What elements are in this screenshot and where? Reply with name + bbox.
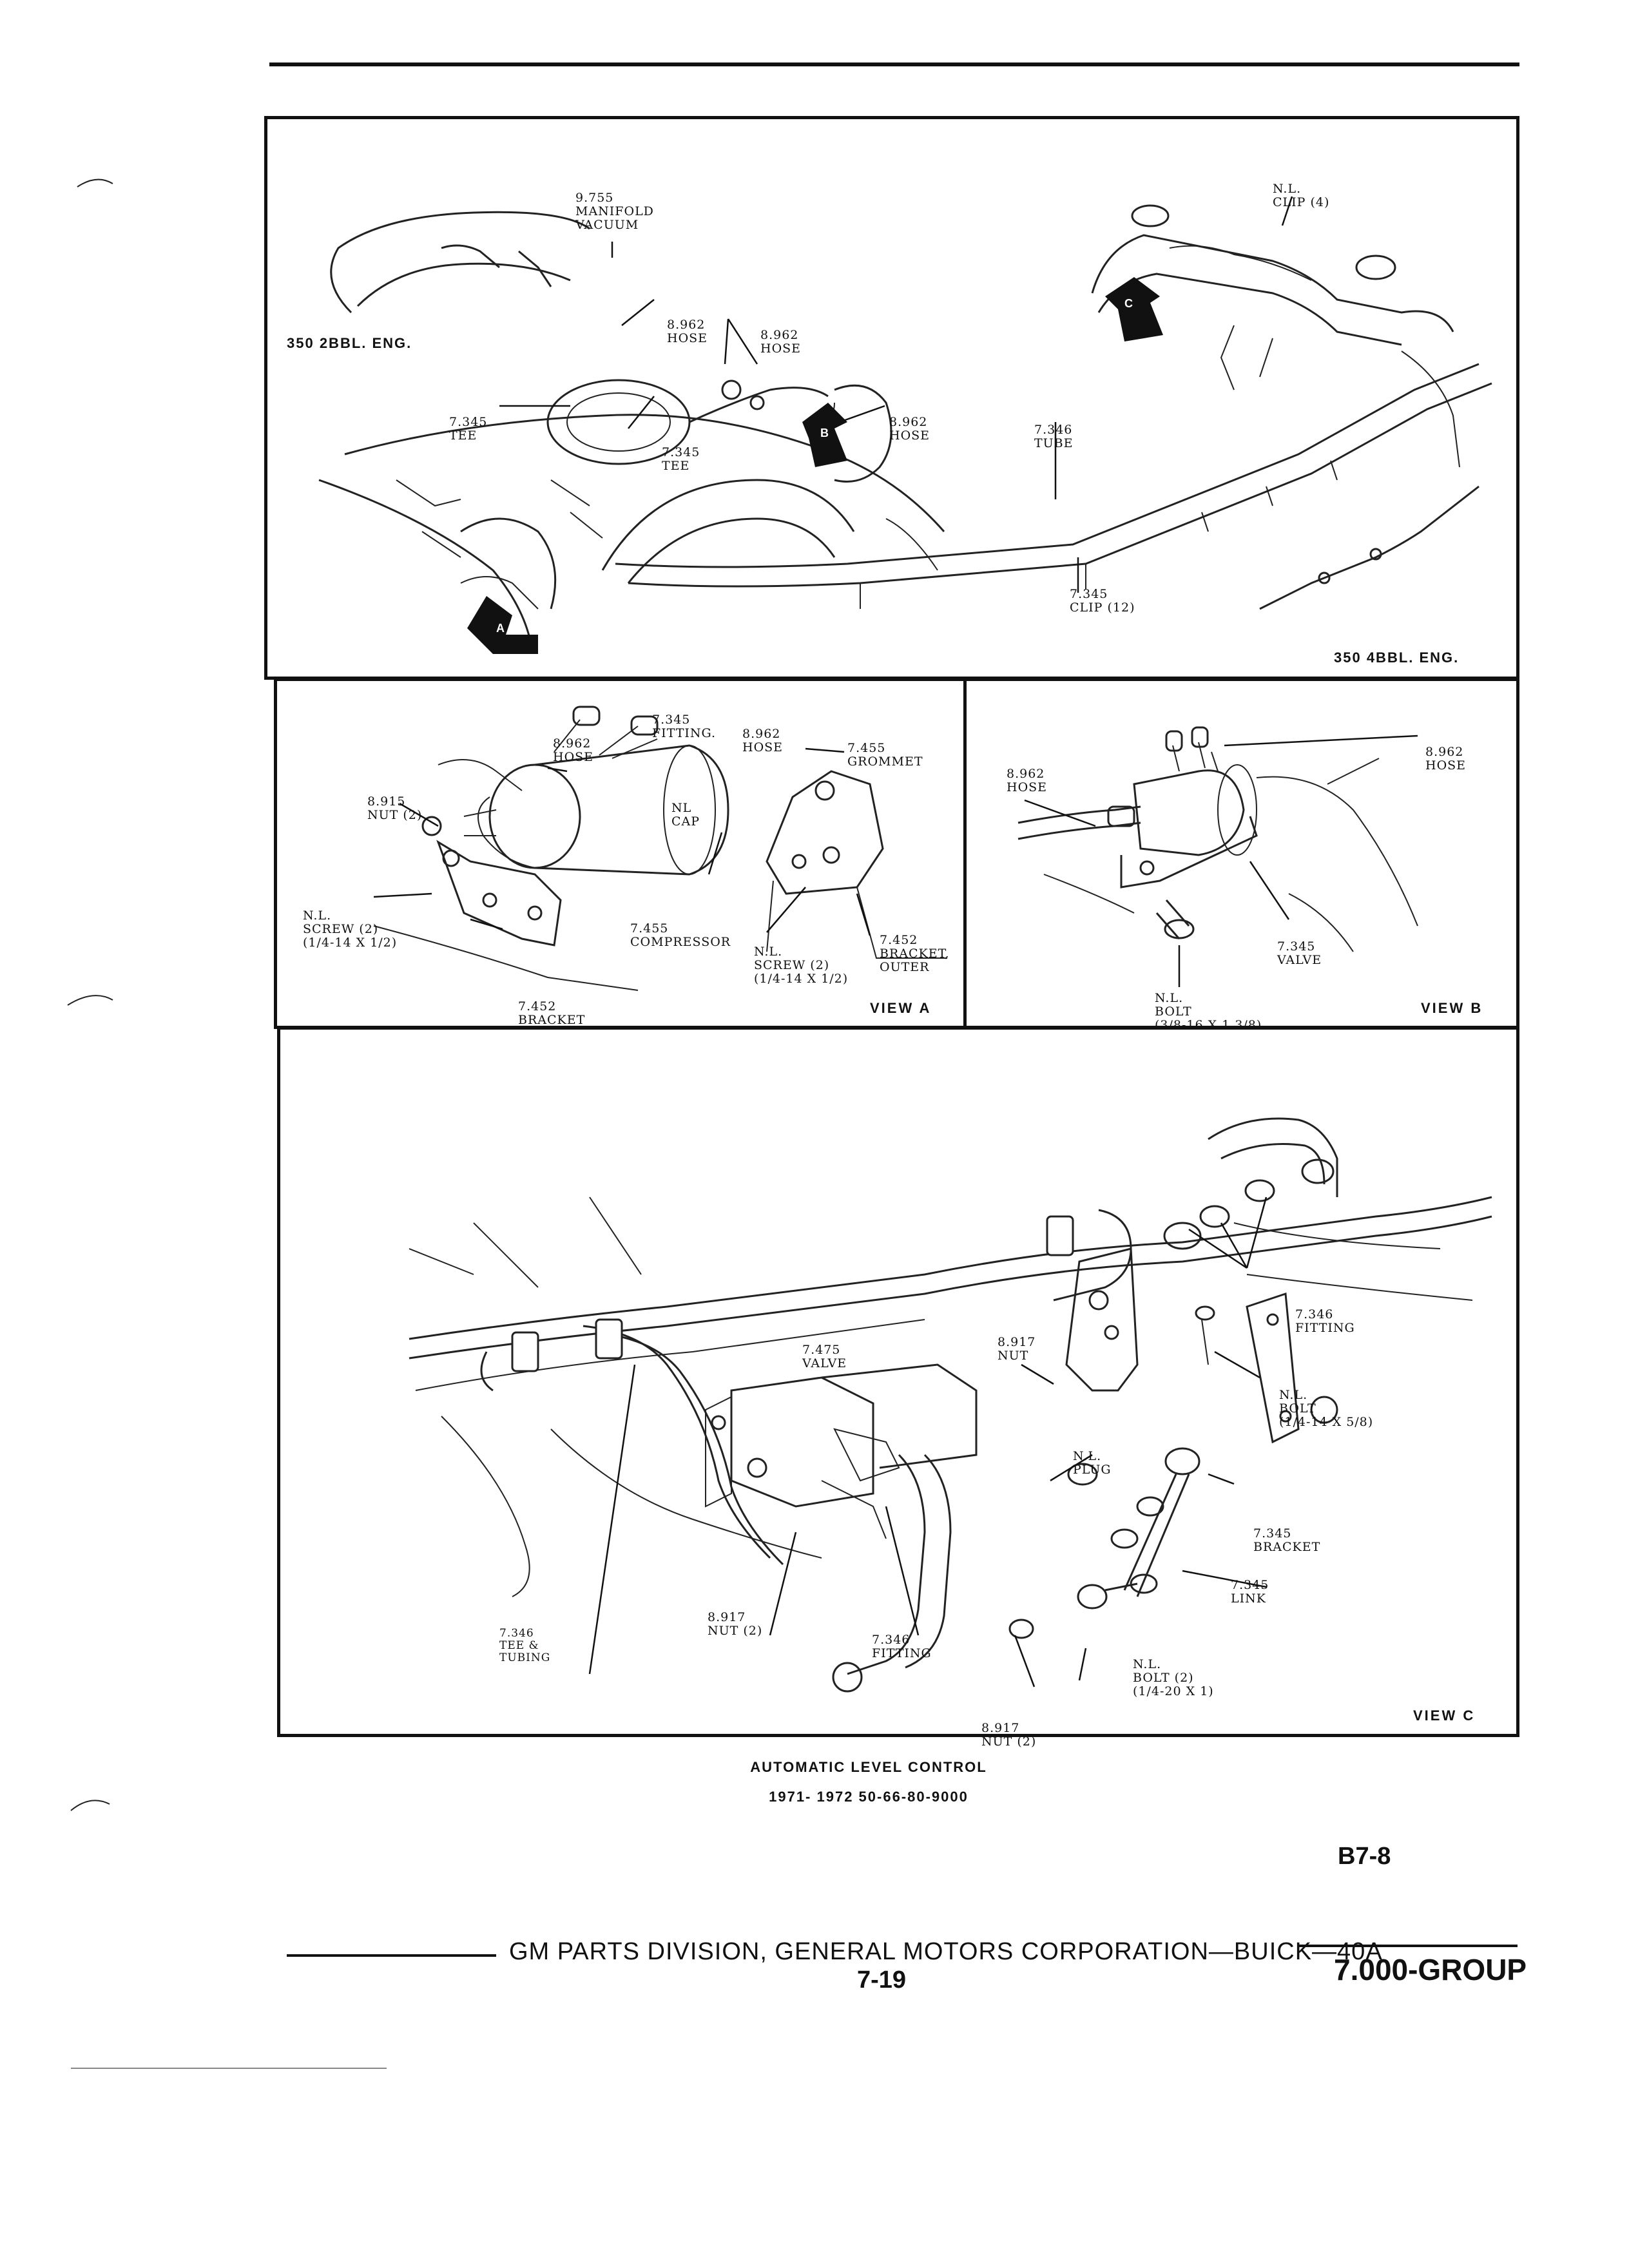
view-b-illustration: [1017, 726, 1418, 987]
callout-c-bolt-top: N.L.BOLT(1/4-14 x 5/8): [1279, 1388, 1374, 1429]
callout-a-screw-2: N.L.SCREW (2)(1/4-14 x 1/2): [754, 945, 849, 986]
caption-models: 1971- 1972 50-66-80-9000: [769, 1789, 969, 1805]
footer-page-number: 7-19: [857, 1966, 907, 1994]
view-c-title: VIEW C: [1413, 1707, 1476, 1724]
main-illustration: [318, 196, 1492, 654]
engine-label-4bbl: 350 4BBL. ENG.: [1334, 649, 1460, 666]
top-rule: [269, 62, 1519, 66]
arrow-label-c: C: [1124, 297, 1134, 310]
view-a-illustration: [373, 706, 947, 991]
callout-c-plug: N.L.PLUG: [1073, 1449, 1112, 1477]
arrow-label-b: B: [820, 427, 830, 439]
footer-rule-left: [287, 1954, 496, 1957]
engine-label-2bbl: 350 2BBL. ENG.: [287, 335, 412, 351]
view-b-arrow-icon: [802, 403, 847, 467]
view-c-arrow-icon: [1105, 277, 1163, 341]
caption-title: AUTOMATIC LEVEL CONTROL: [750, 1759, 987, 1775]
view-b-title: VIEW B: [1421, 1000, 1483, 1016]
footer-publisher: GM PARTS DIVISION, GENERAL MOTORS CORPOR…: [509, 1938, 1383, 1965]
callout-clip-4: N.L.CLIP (4): [1273, 182, 1330, 209]
arrow-label-a: A: [496, 622, 506, 635]
callout-a-screw-1: N.L.SCREW (2)(1/4-14 x 1/2): [303, 908, 398, 950]
footer-rule-right: [1298, 1945, 1518, 1947]
view-c-illustration: [409, 1117, 1492, 1693]
view-a-title: VIEW A: [870, 1000, 932, 1016]
footer-group: 7.000-GROUP: [1334, 1953, 1527, 1986]
page-code: B7-8: [1338, 1843, 1391, 1870]
callout-c-bolt-bottom: N.L.BOLT (2)(1/4-20 x 1): [1133, 1657, 1214, 1698]
view-a-arrow-icon: [467, 596, 538, 654]
